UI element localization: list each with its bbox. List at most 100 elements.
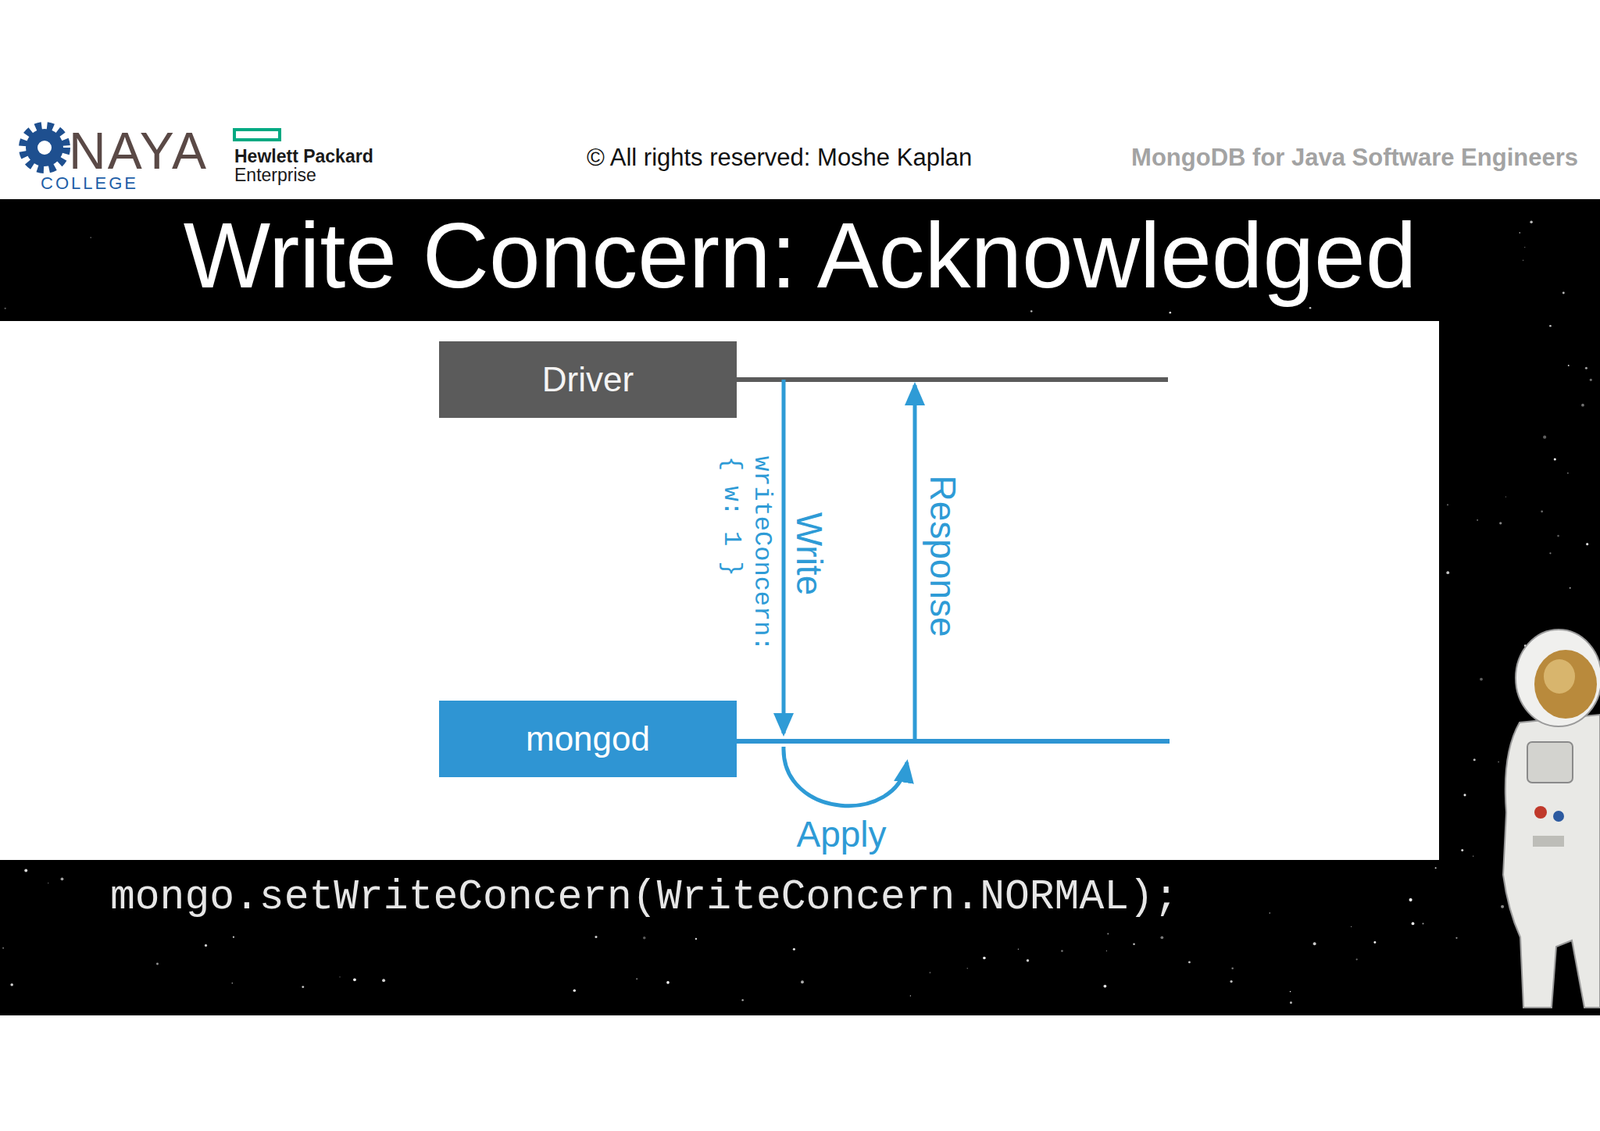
star: [24, 868, 28, 872]
star: [1356, 958, 1358, 961]
star: [1569, 587, 1572, 590]
write-concern-value: { w: 1 }: [718, 456, 744, 577]
star: [635, 978, 638, 980]
course-name: MongoDB for Java Software Engineers: [1131, 145, 1579, 170]
star: [1460, 849, 1464, 852]
star: [60, 877, 65, 881]
driver-timeline: [736, 377, 1168, 383]
star: [1505, 496, 1507, 498]
star: [1030, 310, 1033, 313]
star: [642, 936, 647, 940]
star: [1540, 510, 1543, 513]
star: [1557, 535, 1560, 538]
star: [1585, 542, 1589, 546]
star: [1518, 232, 1520, 233]
message-arrow: [736, 379, 784, 734]
star: [353, 978, 357, 982]
gear-icon: [22, 125, 67, 170]
star: [1549, 325, 1552, 328]
star: [1472, 855, 1474, 857]
star: [1350, 926, 1352, 928]
arrow-label: Response: [925, 475, 961, 637]
star: [1411, 921, 1415, 925]
star: [1188, 961, 1191, 965]
star: [1562, 291, 1565, 294]
star: [1479, 678, 1483, 682]
mongod-box: mongod: [439, 700, 737, 778]
star: [1132, 942, 1136, 946]
star: [1473, 758, 1476, 761]
slide-title: Write Concern: Acknowledged: [0, 209, 1600, 302]
write-concern-note: writeConcern:: [749, 456, 775, 652]
star: [1446, 571, 1450, 575]
star: [1542, 435, 1547, 440]
star: [792, 948, 796, 951]
star: [156, 963, 159, 966]
star: [1567, 364, 1570, 367]
star: [1524, 246, 1525, 248]
star: [695, 938, 697, 940]
star: [10, 983, 14, 987]
star: [1160, 935, 1164, 940]
star: [1106, 950, 1108, 952]
star: [2, 947, 4, 950]
star: [1585, 367, 1588, 370]
star: [1017, 949, 1019, 950]
apply-loop-arrow: [783, 746, 908, 807]
driver-box: Driver: [439, 341, 737, 418]
star: [1373, 941, 1376, 944]
star: [232, 936, 235, 939]
star: [1446, 503, 1449, 506]
star: [666, 981, 670, 985]
star: [1269, 912, 1271, 914]
star: [232, 982, 233, 984]
star: [1313, 942, 1317, 946]
arrow-label: Write: [791, 512, 828, 597]
star: [1107, 933, 1109, 936]
star: [1567, 472, 1569, 475]
star: [966, 967, 968, 970]
star: [594, 935, 597, 939]
star: [1476, 519, 1479, 522]
star: [1463, 793, 1466, 797]
star: [1060, 950, 1064, 953]
star: [339, 976, 340, 978]
astronaut-illustration: [1503, 629, 1600, 1008]
logo-subtitle: COLLEGE: [40, 175, 139, 193]
star: [1409, 898, 1413, 902]
star: [982, 957, 986, 961]
star: [1522, 260, 1525, 262]
space-band: [0, 199, 1600, 1016]
star: [1529, 220, 1533, 223]
star: [1455, 937, 1458, 940]
logo-subtitle: Enterprise: [234, 166, 317, 185]
logo-wordmark: Hewlett Packard: [234, 147, 374, 166]
box-label: Driver: [542, 362, 634, 397]
star: [1229, 980, 1233, 983]
star: [910, 995, 911, 997]
star: [301, 985, 304, 989]
diagram-panel: [0, 321, 1440, 861]
star: [1289, 1001, 1293, 1004]
code-sample: mongo.setWriteConcern(WriteConcern.NORMA…: [110, 877, 1179, 919]
star: [1553, 457, 1557, 461]
star: [1231, 967, 1234, 970]
star: [1589, 378, 1593, 382]
star: [1169, 311, 1172, 315]
mongod-timeline: [736, 739, 1170, 744]
star: [573, 989, 576, 992]
star: [1499, 521, 1502, 525]
step-label: Apply: [796, 816, 886, 853]
logo-wordmark: NAYA: [68, 125, 208, 177]
star: [741, 999, 743, 1001]
star: [800, 980, 804, 984]
star: [1549, 552, 1551, 554]
star: [1309, 307, 1312, 310]
star: [1500, 905, 1504, 909]
copyright-note: © All rights reserved: Moshe Kaplan: [586, 145, 972, 170]
star: [1435, 867, 1437, 869]
star: [1289, 991, 1291, 993]
star: [204, 944, 208, 947]
box-label: mongod: [525, 721, 650, 757]
